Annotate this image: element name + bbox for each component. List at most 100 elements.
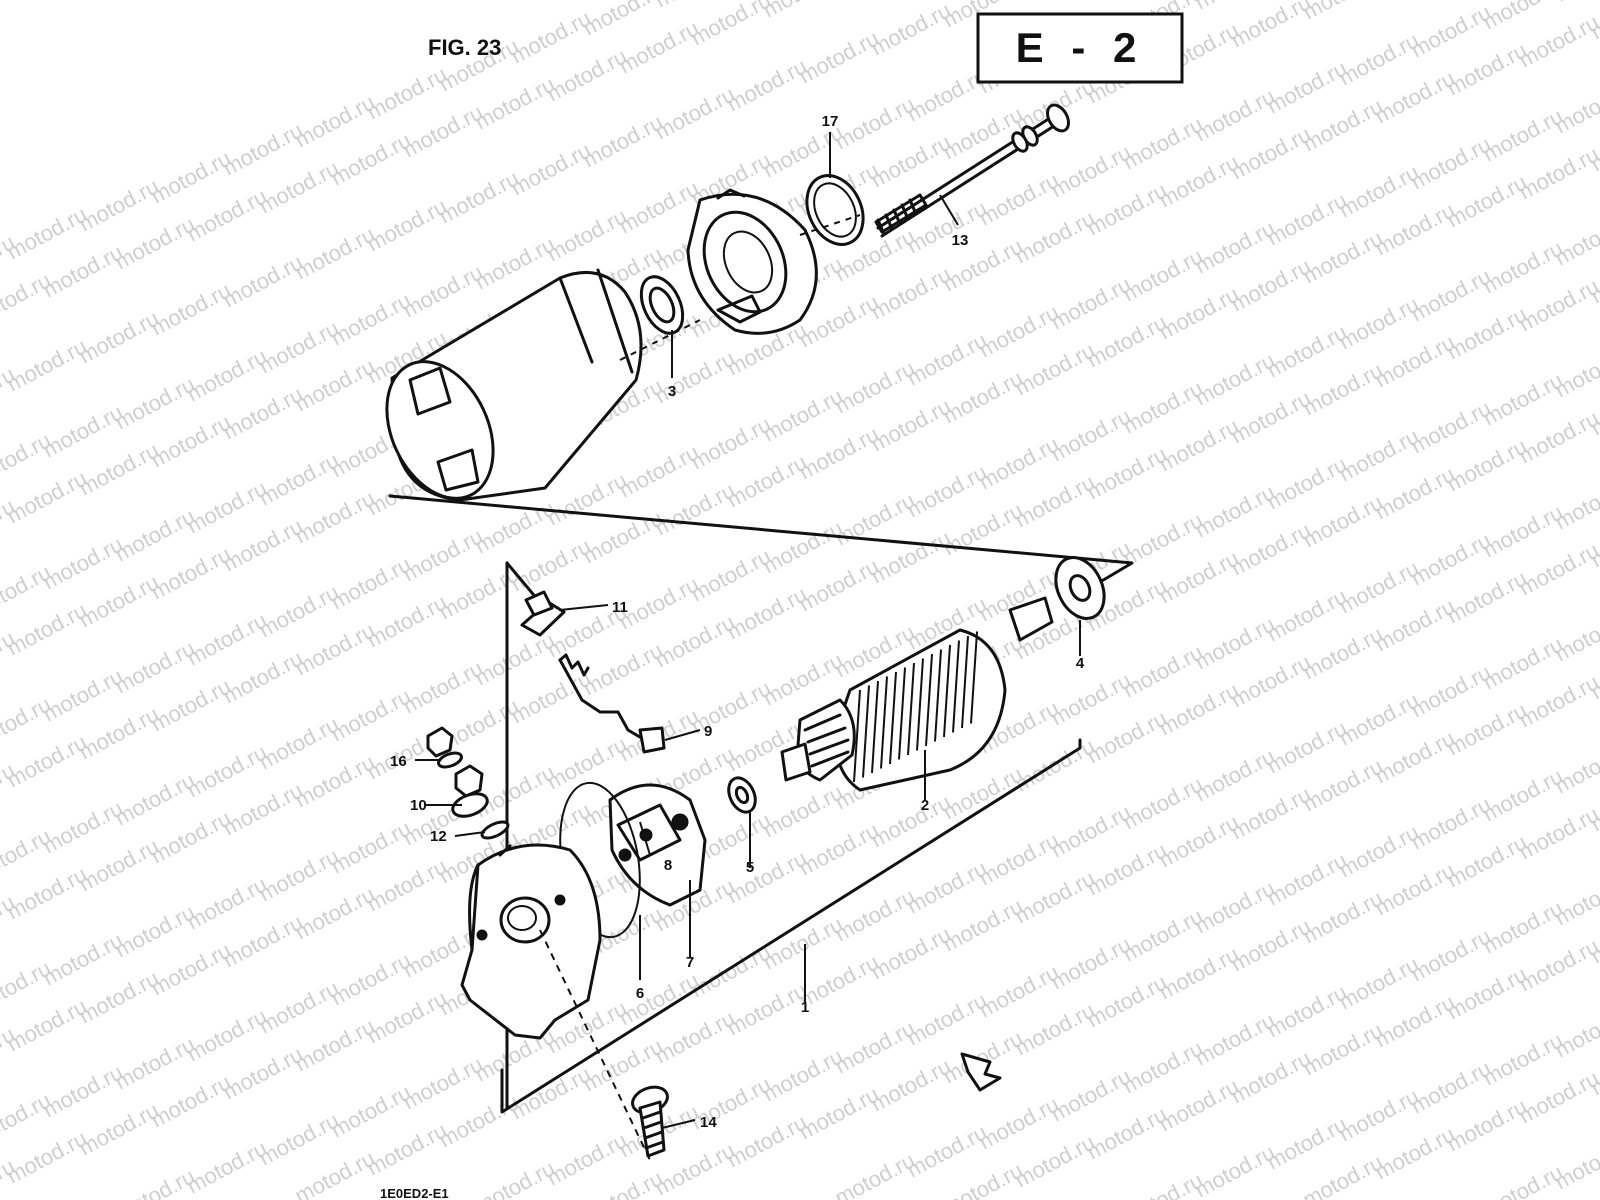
watermark-text: motod.ru (1155, 150, 1243, 213)
watermark-text: motod.ru (1011, 470, 1099, 533)
watermark-text: motod.ru (291, 486, 379, 549)
watermark-text: motod.ru (759, 384, 847, 447)
watermark-text: motod.ru (1155, 414, 1243, 477)
watermark-text: motod.ru (435, 562, 523, 625)
watermark-text: motod.ru (1371, 990, 1459, 1053)
watermark-text: motod.ru (471, 1156, 559, 1200)
watermark-text: motod.ru (1083, 706, 1171, 769)
watermark-text: motod.ru (651, 346, 739, 409)
winding-slot (943, 644, 951, 738)
watermark-text: motod.ru (867, 394, 955, 457)
footer-code: 1E0ED2-E1 (380, 1186, 449, 1200)
brush-spring-9 (558, 653, 666, 754)
watermark-text: motod.ru (723, 582, 811, 645)
watermark-text: motod.ru (1119, 244, 1207, 307)
watermark-text: motod.ru (255, 1108, 343, 1171)
watermark-text: motod.ru (1371, 66, 1459, 129)
watermark-text: motod.ru (1515, 142, 1600, 205)
watermark-text: motod.ru (255, 712, 343, 775)
callout-leaders (415, 132, 1081, 1129)
watermark-text: motod.ru (1011, 998, 1099, 1061)
watermark-text: motod.ru (3, 202, 91, 265)
watermark-text: motod.ru (831, 92, 919, 155)
watermark-text: motod.ru (651, 82, 739, 145)
watermark-text: motod.ru (1515, 670, 1600, 733)
callout-11: 11 (612, 599, 628, 616)
watermark-text: motod.ru (1299, 1018, 1387, 1081)
watermark-text: motod.ru (543, 1128, 631, 1191)
callout-4: 4 (1076, 655, 1085, 672)
watermark-text: motod.ru (903, 1120, 991, 1183)
watermark-text: motod.ru (111, 1032, 199, 1095)
watermark-text: motod.ru (975, 1092, 1063, 1155)
watermark-text: motod.ru (255, 580, 343, 643)
watermark-text: motod.ru (759, 780, 847, 843)
callout-12: 12 (430, 828, 447, 845)
watermark-text: motod.ru (687, 412, 775, 475)
callout-9: 9 (704, 723, 712, 740)
watermark-text: motod.ru (1083, 838, 1171, 901)
watermark-text: motod.ru (75, 966, 163, 1029)
watermark-text: motod.ru (255, 156, 343, 219)
watermark-text: motod.ru (1371, 858, 1459, 921)
watermark-text: motod.ru (1119, 772, 1207, 835)
watermark-text: motod.ru (291, 1146, 379, 1200)
winding-slot (925, 653, 933, 747)
watermark-text: motod.ru (651, 1006, 739, 1069)
watermark-text: motod.ru (615, 440, 703, 503)
watermark-text: motod.ru (1191, 84, 1279, 147)
watermark-text: motod.ru (1551, 736, 1600, 799)
watermark-text: motod.ru (867, 922, 955, 985)
watermark-text: motod.ru (903, 328, 991, 391)
watermark-text: motod.ru (1479, 896, 1567, 959)
watermark-text: motod.ru (1119, 376, 1207, 439)
watermark-text: motod.ru (1443, 698, 1531, 761)
watermark-text: motod.ru (795, 818, 883, 881)
watermark-text: motod.ru (1551, 340, 1600, 403)
watermark-text: motod.ru (219, 1042, 307, 1105)
watermark-text: motod.ru (1011, 0, 1099, 4)
watermark-text: motod.ru (1371, 726, 1459, 789)
watermark-text: motod.ru (939, 762, 1027, 825)
watermark-text: motod.ru (1299, 490, 1387, 553)
watermark-text: motod.ru (147, 278, 235, 341)
watermark-text: motod.ru (291, 618, 379, 681)
callout-13: 13 (952, 232, 969, 249)
watermark-text: motod.ru (1371, 330, 1459, 393)
watermark-text: motod.ru (615, 968, 703, 1031)
watermark-text: motod.ru (831, 356, 919, 419)
watermark-text: motod.ru (1155, 810, 1243, 873)
watermark-text: motod.ru (615, 572, 703, 635)
winding-slot (898, 667, 906, 760)
watermark-text: motod.ru (831, 1016, 919, 1079)
watermark-text: motod.ru (1191, 348, 1279, 411)
watermark-text: motod.ru (435, 1090, 523, 1153)
watermark-text: motod.ru (1299, 226, 1387, 289)
watermark-text: motod.ru (1299, 358, 1387, 421)
watermark-text: motod.ru (867, 526, 955, 589)
watermark-text: motod.ru (1335, 28, 1423, 91)
watermark-text: motod.ru (1119, 112, 1207, 175)
watermark-text: motod.ru (471, 628, 559, 691)
watermark-text: motod.ru (795, 1082, 883, 1145)
watermark-text: motod.ru (1191, 480, 1279, 543)
watermark-text: motod.ru (1299, 0, 1387, 24)
front-arrow-icon (960, 1052, 1002, 1092)
watermark-text: motod.ru (1083, 178, 1171, 241)
watermark-text: motod.ru (939, 366, 1027, 429)
armature (780, 596, 1054, 792)
watermark-text: motod.ru (1479, 764, 1567, 827)
oil-seal (639, 275, 685, 335)
watermark-text: motod.ru (75, 174, 163, 237)
watermark-text: motod.ru (183, 344, 271, 407)
winding-slot (907, 662, 915, 756)
watermark-text: motod.ru (1263, 848, 1351, 911)
brush-holder-plate (608, 783, 707, 907)
watermark-text: motod.ru (1515, 406, 1600, 469)
watermark-text: motod.ru (1011, 866, 1099, 929)
watermark-text: motod.ru (1083, 970, 1171, 1033)
watermark-text: motod.ru (795, 26, 883, 89)
watermark-text: motod.ru (399, 656, 487, 719)
watermark-text: motod.ru (1335, 160, 1423, 223)
